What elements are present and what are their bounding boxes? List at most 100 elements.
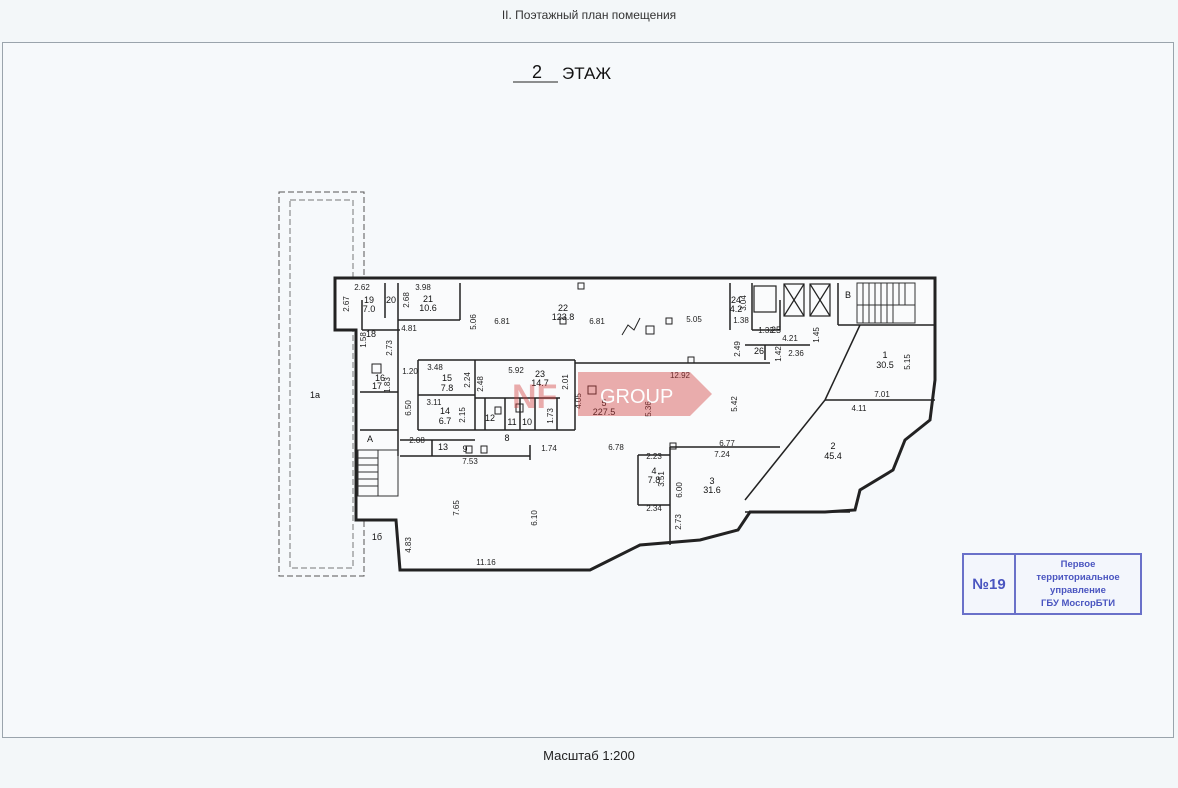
room-area-23: 14.7 — [531, 378, 549, 388]
building-outline — [333, 276, 937, 572]
svg-text:5.36: 5.36 — [644, 401, 653, 417]
svg-text:1.42: 1.42 — [774, 346, 783, 362]
svg-text:2.48: 2.48 — [476, 376, 485, 392]
room-label-14: 14 — [440, 406, 450, 416]
svg-text:4.83: 4.83 — [404, 537, 413, 553]
fixtures — [371, 282, 695, 454]
room-area-21: 10.6 — [419, 303, 437, 313]
room-area-1: 30.5 — [876, 360, 894, 370]
svg-text:1.45: 1.45 — [812, 327, 821, 343]
scale-label: Масштаб 1:200 — [543, 748, 635, 763]
svg-text:3.51: 3.51 — [657, 471, 666, 487]
room-label-9: 9 — [462, 444, 467, 454]
svg-text:3.04: 3.04 — [739, 295, 748, 311]
staircase-b — [856, 282, 916, 324]
room-label-18: 18 — [366, 329, 376, 339]
room-label-22: 22 — [558, 303, 568, 313]
room-label-19: 19 — [364, 295, 374, 305]
bti-stamp: №19 Первое территориальное управление ГБ… — [962, 553, 1142, 615]
svg-text:7.01: 7.01 — [874, 390, 890, 399]
room-label-1b: 1б — [372, 532, 382, 542]
svg-text:6.81: 6.81 — [589, 317, 605, 326]
svg-text:5.05: 5.05 — [686, 315, 702, 324]
watermark-arrow — [578, 372, 712, 416]
svg-text:6.81: 6.81 — [494, 317, 510, 326]
watermark-prefix: NF — [512, 378, 557, 416]
svg-text:2.24: 2.24 — [463, 372, 472, 388]
room-area-14: 6.7 — [439, 416, 452, 426]
svg-text:6.10: 6.10 — [530, 510, 539, 526]
svg-text:2.34: 2.34 — [646, 504, 662, 513]
svg-text:2.67: 2.67 — [342, 296, 351, 312]
floor-number: 2 — [532, 62, 542, 82]
room-label-12: 12 — [485, 413, 495, 423]
room-label-26: 26 — [754, 346, 764, 356]
svg-text:1.58: 1.58 — [359, 332, 368, 348]
room-area-4: 7.8 — [648, 475, 661, 485]
svg-text:2.73: 2.73 — [385, 340, 394, 356]
room-area-3: 31.6 — [703, 485, 721, 495]
svg-text:12.92: 12.92 — [670, 371, 691, 380]
room-label-25: 25 — [771, 325, 781, 335]
svg-text:2.01: 2.01 — [561, 374, 570, 390]
stamp-number: №19 — [964, 555, 1016, 613]
room-area-22: 123.8 — [552, 312, 575, 322]
room-label-13: 13 — [438, 442, 448, 452]
svg-text:1.32: 1.32 — [758, 326, 774, 335]
svg-text:2.73: 2.73 — [674, 514, 683, 530]
brand-watermark: NF GROUP — [512, 372, 712, 416]
room-label-23: 23 — [535, 369, 545, 379]
svg-text:3.48: 3.48 — [427, 363, 443, 372]
svg-text:6.50: 6.50 — [404, 400, 413, 416]
svg-text:4.11: 4.11 — [852, 404, 868, 413]
svg-text:4.81: 4.81 — [401, 324, 417, 333]
svg-text:5.42: 5.42 — [730, 396, 739, 412]
svg-text:6.78: 6.78 — [608, 443, 624, 452]
room-label-8: 8 — [504, 433, 509, 443]
room-label-21: 21 — [423, 294, 433, 304]
room-label-1: 1 — [882, 350, 887, 360]
svg-text:4.05: 4.05 — [574, 393, 583, 409]
floor-label: ЭТАЖ — [562, 64, 611, 83]
svg-text:1.74: 1.74 — [541, 444, 557, 453]
svg-text:2.49: 2.49 — [733, 341, 742, 357]
room-label-4: 4 — [651, 466, 656, 476]
svg-text:5.92: 5.92 — [508, 366, 524, 375]
room-label-20: 20 — [386, 295, 396, 305]
svg-text:2.23: 2.23 — [646, 452, 662, 461]
room-label-5: 5 — [601, 398, 606, 408]
room-label-1a: 1а — [310, 390, 320, 400]
room-labels: 1а 1б А В 1 30.5 2 45.4 3 31.6 4 7.8 5 2… — [310, 290, 894, 542]
svg-text:4.21: 4.21 — [782, 334, 798, 343]
room-label-24: 24 — [731, 295, 741, 305]
room-label-2: 2 — [830, 441, 835, 451]
room-1a-outline — [278, 191, 365, 577]
svg-text:2.36: 2.36 — [788, 349, 804, 358]
svg-text:2.15: 2.15 — [458, 407, 467, 423]
dimension-labels: 2.62 2.67 3.98 2.68 4.81 5.06 6.81 6.81 … — [342, 283, 912, 567]
svg-text:3.11: 3.11 — [427, 398, 443, 407]
room-1a-inner — [289, 199, 354, 569]
room-label-a: А — [367, 434, 373, 444]
svg-text:5.15: 5.15 — [903, 354, 912, 370]
room-label-10: 10 — [522, 417, 532, 427]
svg-text:6.77: 6.77 — [719, 439, 735, 448]
svg-text:7.53: 7.53 — [462, 457, 478, 466]
svg-text:1.38: 1.38 — [733, 316, 749, 325]
room-label-17: 17 — [372, 381, 382, 391]
header-title: II. Поэтажный план помещения — [501, 8, 677, 22]
stamp-organization: Первое территориальное управление ГБУ Мо… — [1036, 559, 1120, 609]
svg-text:1.20: 1.20 — [402, 367, 418, 376]
svg-text:7.24: 7.24 — [714, 450, 730, 459]
room-area-15: 7.8 — [441, 383, 454, 393]
svg-text:2.68: 2.68 — [402, 292, 411, 308]
room-label-16: 16 — [375, 373, 385, 383]
elevator-shafts — [753, 283, 831, 317]
svg-text:3.98: 3.98 — [415, 283, 431, 292]
room-area-5: 227.5 — [593, 407, 616, 417]
room-label-11: 11 — [507, 417, 516, 427]
room-label-15: 15 — [442, 373, 452, 383]
interior-walls — [360, 283, 935, 545]
svg-text:2.08: 2.08 — [409, 436, 425, 445]
